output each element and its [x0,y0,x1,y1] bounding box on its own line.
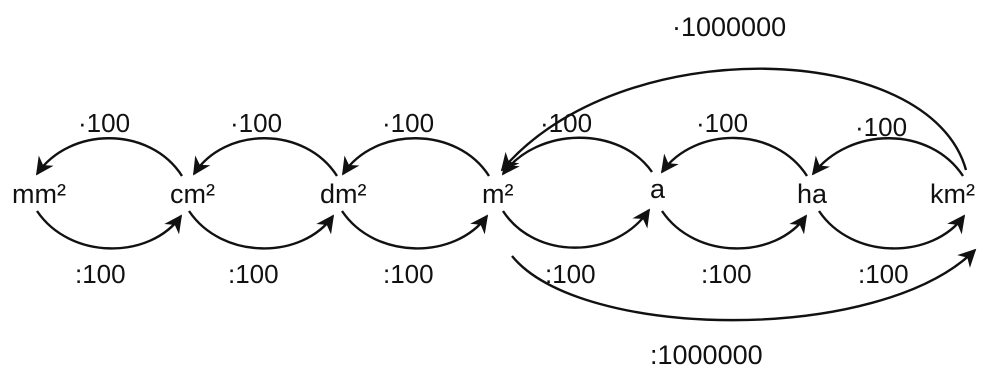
big-divide-label: :1000000 [650,340,763,369]
multiply-arc-km2-to-m2 [500,67,968,172]
divide-arc-ha-to-km2 [818,210,966,250]
multiply-label-mm2-cm2: ·100 [78,108,130,138]
divide-label-dm2-m2: :100 [383,259,434,289]
divide-arc-m2-to-km2 [511,248,977,322]
divide-label-mm2-cm2: :100 [75,259,126,289]
multiply-arc-m2-to-dm2 [341,137,491,177]
unit-label-km2: km² [930,179,975,209]
divide-label-a-ha: :100 [701,259,752,289]
multiply-arc-a-to-m2 [501,136,653,176]
multiply-label-a-ha: ·100 [696,108,748,138]
multiply-label-cm2-dm2: ·100 [230,108,282,138]
divide-arc-cm2-to-dm2 [188,210,335,250]
unit-label-a: a [650,174,666,204]
unit-label-m2: m² [482,179,513,209]
multiply-label-dm2-m2: ·100 [382,108,434,138]
multiply-arc-km2-to-ha [811,137,965,177]
divide-label-cm2-dm2: :100 [228,259,279,289]
divide-arc-dm2-to-m2 [341,210,489,250]
multiply-arc-ha-to-a [660,136,809,177]
unit-label-dm2: dm² [320,179,367,209]
divide-arc-m2-to-a [501,208,651,249]
multiply-label-m2-a: ·100 [540,108,592,138]
divide-arc-a-to-ha [661,210,808,250]
big-multiply-label: ·1000000 [672,12,786,42]
multiply-arc-cm2-to-mm2 [35,137,184,177]
multiply-label-ha-km2: ·100 [855,112,907,142]
unit-label-mm2: mm² [12,179,66,209]
divide-label-m2-a: :100 [545,259,596,289]
unit-label-ha: ha [797,179,828,209]
divide-arc-mm2-to-cm2 [36,210,183,250]
multiply-arc-dm2-to-cm2 [192,137,339,177]
unit-label-cm2: cm² [170,179,215,209]
divide-label-ha-km2: :100 [858,259,909,289]
